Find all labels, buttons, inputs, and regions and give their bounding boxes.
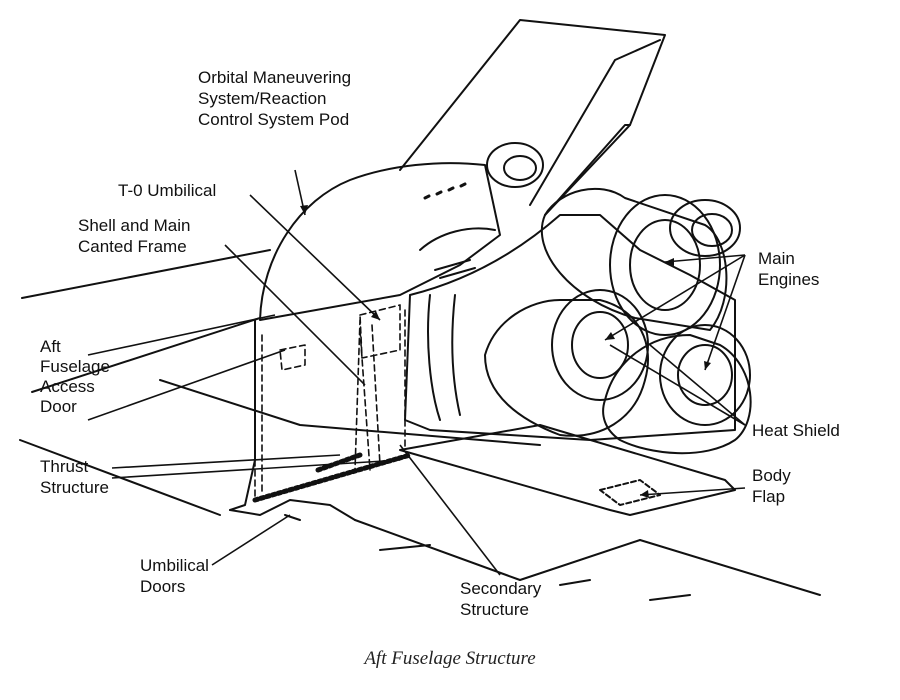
oms-pod-outline: [259, 162, 501, 321]
main-engine-top: [540, 187, 728, 336]
main-engine-lower-left: [484, 289, 649, 437]
aft-bulkhead: [404, 214, 736, 441]
fuselage-edge: [21, 249, 271, 299]
oms-nozzle: [486, 142, 544, 188]
figure-caption: Aft Fuselage Structure: [364, 648, 536, 669]
vertical-tail: [399, 19, 666, 216]
main-engine-upper-right: [669, 199, 741, 257]
label-heat-shield: Heat Shield: [752, 421, 840, 440]
body-flap: [399, 424, 736, 516]
thrust-structure: [252, 452, 413, 503]
label-t0-umbilical: T-0 Umbilical: [118, 181, 217, 200]
